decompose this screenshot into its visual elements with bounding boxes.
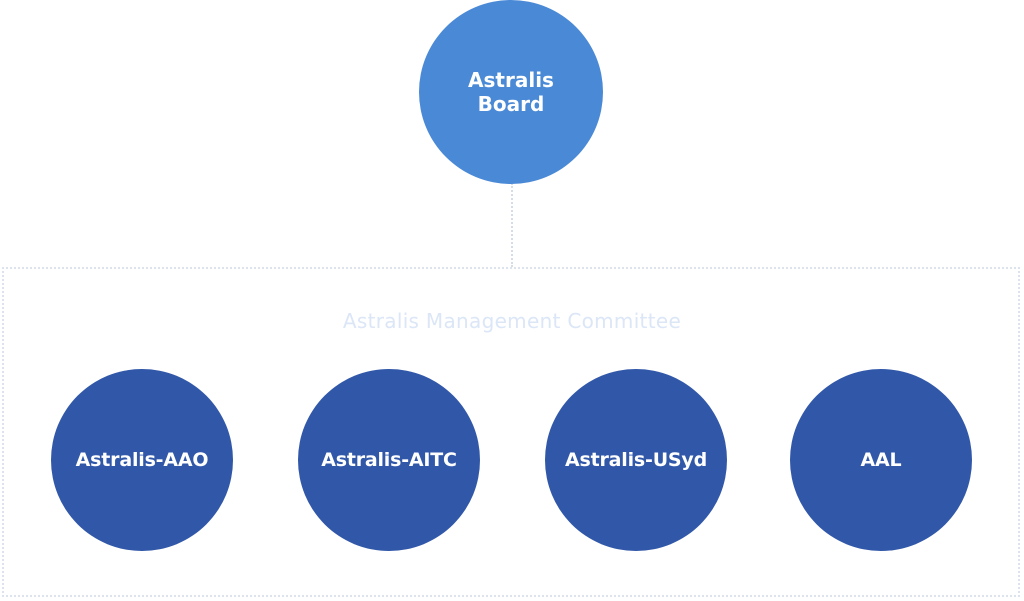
- committee-group-box: [2, 267, 1020, 597]
- node-astralis-usyd-label: Astralis-USyd: [564, 449, 707, 471]
- node-astralis-board-label: Astralis Board: [468, 68, 554, 116]
- node-astralis-aao: Astralis-AAO: [51, 369, 233, 551]
- node-astralis-aao-label: Astralis-AAO: [75, 449, 209, 471]
- node-astralis-aitc: Astralis-AITC: [298, 369, 480, 551]
- node-aal-label: AAL: [860, 449, 902, 471]
- board-to-committee-connector: [511, 183, 513, 267]
- committee-group-label: Astralis Management Committee: [342, 309, 682, 333]
- node-astralis-aitc-label: Astralis-AITC: [321, 449, 457, 471]
- node-astralis-board: Astralis Board: [419, 0, 603, 184]
- node-astralis-usyd: Astralis-USyd: [545, 369, 727, 551]
- node-aal: AAL: [790, 369, 972, 551]
